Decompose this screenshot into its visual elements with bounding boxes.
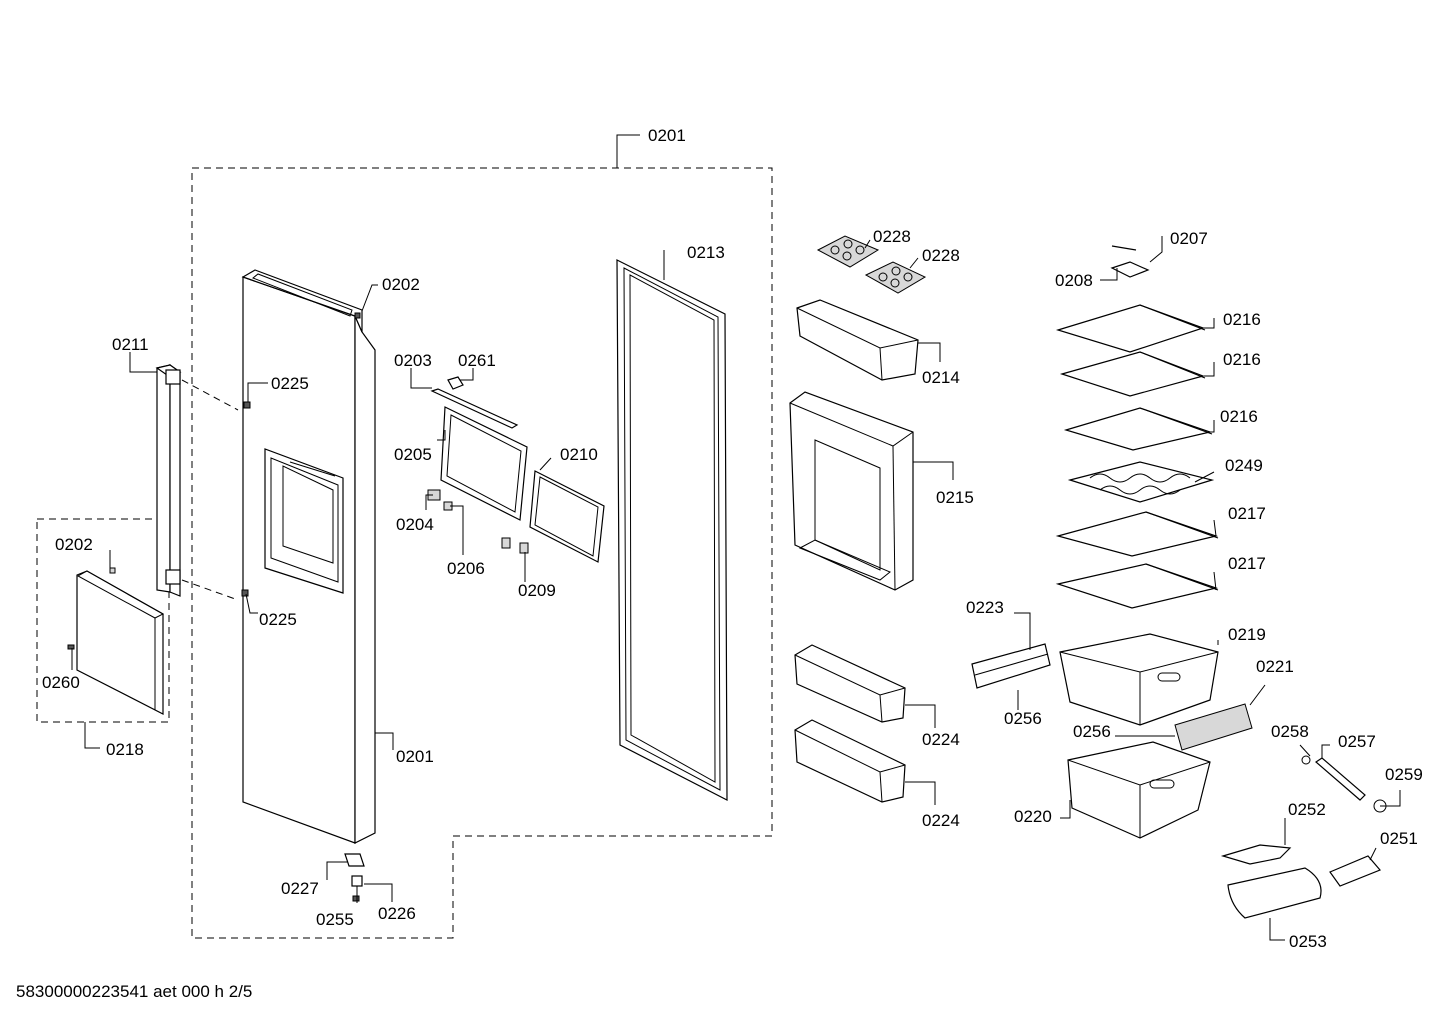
- document-id: 58300000223541 aet 000 h 2/5: [16, 982, 252, 1001]
- label-0210: 0210: [560, 445, 598, 464]
- label-0227: 0227: [281, 879, 319, 898]
- label-0252: 0252: [1288, 800, 1326, 819]
- label-0251: 0251: [1380, 829, 1418, 848]
- egg-tray-drawing: [816, 235, 927, 294]
- label-0218: 0218: [106, 740, 144, 759]
- label-0256-rail: 0256: [1004, 709, 1042, 728]
- label-0209: 0209: [518, 581, 556, 600]
- label-0225-lower: 0225: [259, 610, 297, 629]
- label-0217-lower: 0217: [1228, 554, 1266, 573]
- label-0216-lower: 0216: [1220, 407, 1258, 426]
- label-0256-crisper: 0256: [1073, 722, 1111, 741]
- door-seal-drawing: [616, 259, 728, 801]
- label-0215: 0215: [936, 488, 974, 507]
- label-0225-upper: 0225: [271, 374, 309, 393]
- label-0219: 0219: [1228, 625, 1266, 644]
- label-0201-top: 0201: [648, 126, 686, 145]
- label-0223: 0223: [966, 598, 1004, 617]
- handle-drawing: [155, 363, 239, 601]
- door-assembly-dashed-outline: [191, 167, 773, 939]
- label-0207: 0207: [1170, 229, 1208, 248]
- small-parts-drawing: [241, 245, 1150, 597]
- label-0206: 0206: [447, 559, 485, 578]
- label-0208: 0208: [1055, 271, 1093, 290]
- label-0202-panel: 0202: [55, 535, 93, 554]
- shelves-drawing: [1055, 304, 1219, 609]
- label-0203: 0203: [394, 351, 432, 370]
- label-0201-side: 0201: [396, 747, 434, 766]
- crispers-drawing: [971, 633, 1253, 839]
- label-0228-lower: 0228: [922, 246, 960, 265]
- label-0216-upper: 0216: [1223, 310, 1261, 329]
- label-0213: 0213: [687, 243, 725, 262]
- label-0257: 0257: [1338, 732, 1376, 751]
- label-0211: 0211: [112, 335, 149, 354]
- bottom-hinge-drawing: [344, 853, 365, 902]
- label-0204: 0204: [396, 515, 434, 534]
- door-panel-drawing: [67, 567, 165, 715]
- label-0224-upper: 0224: [922, 730, 960, 749]
- label-0261: 0261: [458, 351, 496, 370]
- panel-assembly-dashed-outline: [36, 518, 170, 723]
- label-0224-lower: 0224: [922, 811, 960, 830]
- label-0258: 0258: [1271, 722, 1309, 741]
- label-0220: 0220: [1014, 807, 1052, 826]
- label-0249: 0249: [1225, 456, 1263, 475]
- label-0255: 0255: [316, 910, 354, 929]
- door-body-drawing: [241, 269, 376, 844]
- door-bins-drawing: [789, 299, 919, 803]
- leader-lines: [71, 134, 1401, 941]
- label-0260: 0260: [42, 673, 80, 692]
- label-0221: 0221: [1256, 657, 1294, 676]
- label-0259: 0259: [1385, 765, 1423, 784]
- label-0228-upper: 0228: [873, 227, 911, 246]
- label-0202-door: 0202: [382, 275, 420, 294]
- dispenser-frame-drawing: [427, 376, 605, 563]
- callout-labels: 0201 0201 0202 0202 0203 0204 0205 0206 …: [42, 126, 1423, 951]
- label-0226: 0226: [378, 904, 416, 923]
- label-0217-upper: 0217: [1228, 504, 1266, 523]
- label-0216-middle: 0216: [1223, 350, 1261, 369]
- label-0214: 0214: [922, 368, 960, 387]
- water-filter-drawing: [1220, 755, 1387, 919]
- label-0205: 0205: [394, 445, 432, 464]
- label-0253: 0253: [1289, 932, 1327, 951]
